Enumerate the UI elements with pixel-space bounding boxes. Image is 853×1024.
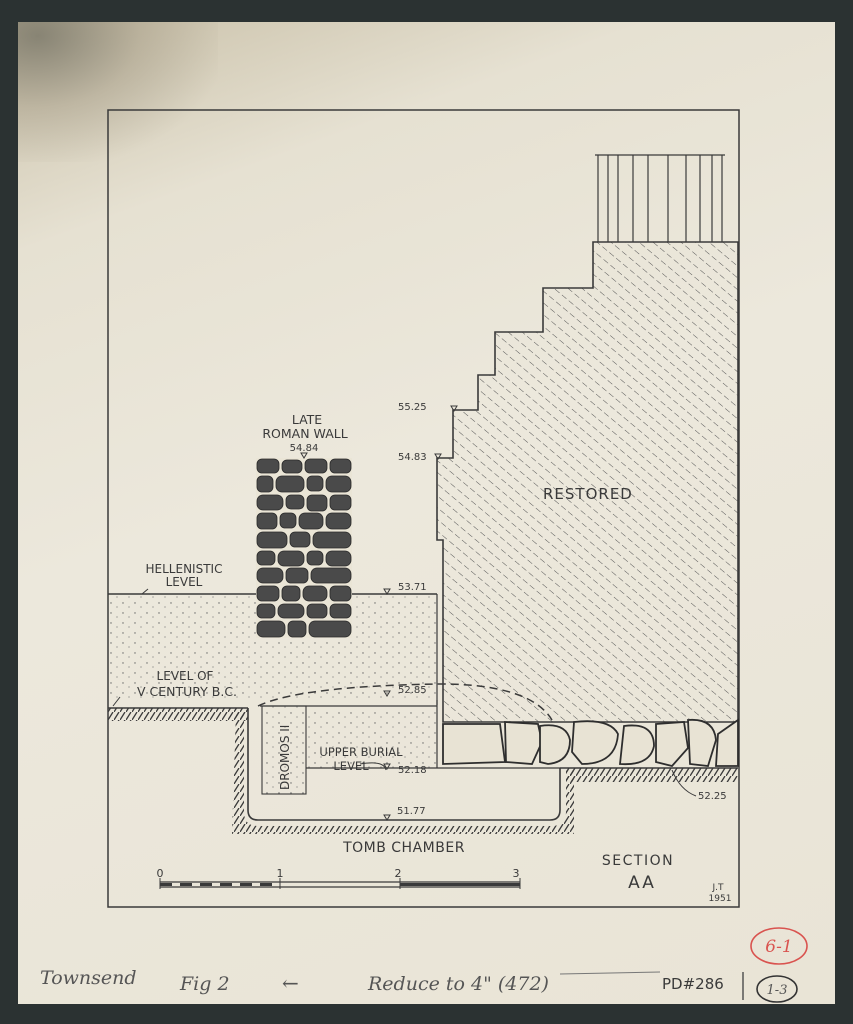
drawing-frame xyxy=(107,109,740,908)
tomb-chamber-outline xyxy=(247,708,561,821)
annotation-red-mark: 6-1 xyxy=(765,937,792,957)
label-restored: RESTORED xyxy=(543,485,633,503)
scale-bar xyxy=(159,878,521,889)
annotation-reduce: Reduce to 4" (472) xyxy=(367,973,549,995)
elevation-5218: 52.18 xyxy=(398,765,427,776)
red-circle-mark xyxy=(750,927,808,965)
scale-0: 0 xyxy=(157,867,164,880)
vault-dashed xyxy=(257,683,553,721)
scale-1: 1 xyxy=(277,867,284,880)
label-year: 1951 xyxy=(709,894,732,904)
label-tomb-chamber: TOMB CHAMBER xyxy=(342,840,465,856)
label-late: LATE xyxy=(292,412,322,427)
late-roman-wall xyxy=(256,458,352,638)
label-hellenistic: HELLENISTIC xyxy=(146,562,223,576)
label-section-aa: AA xyxy=(628,873,656,893)
label-v-century: V CENTURY B.C. xyxy=(137,684,237,699)
label-roman-wall: ROMAN WALL xyxy=(262,426,347,441)
scale-3: 3 xyxy=(513,867,520,880)
railing xyxy=(595,154,725,242)
upper-burial-fill xyxy=(306,710,437,768)
label-section: SECTION xyxy=(602,853,674,869)
scale-2: 2 xyxy=(395,867,402,880)
foundation-stones xyxy=(442,718,739,768)
elevation-5371: 53.71 xyxy=(398,582,427,593)
label-hellenistic-level: LEVEL xyxy=(166,575,203,589)
elevation-5484: 54.84 xyxy=(290,443,319,454)
black-circle-mark xyxy=(756,975,798,1003)
restored-wall xyxy=(436,241,739,723)
annotation-author: Townsend xyxy=(40,967,137,989)
annotation-circle-mark: 1-3 xyxy=(767,983,788,998)
elevation-5483: 54.83 xyxy=(398,452,427,463)
hellenistic-fill xyxy=(108,594,437,700)
label-upper-burial: UPPER BURIAL xyxy=(319,745,403,759)
annotation-arrow: ← xyxy=(282,971,299,995)
label-level-of: LEVEL OF xyxy=(157,669,214,683)
elevation-5525: 55.25 xyxy=(398,402,427,413)
v-century-ground xyxy=(108,708,248,721)
annotation-pd: PD#286 xyxy=(662,975,724,993)
label-dromos: DROMOS II xyxy=(278,725,292,790)
annotation-fig: Fig 2 xyxy=(179,973,230,995)
elevation-5285: 52.85 xyxy=(398,685,427,696)
elevation-5225: 52.25 xyxy=(698,791,727,802)
elevation-5177: 51.77 xyxy=(397,806,426,817)
label-initials: J.T xyxy=(711,883,724,893)
paper-stain xyxy=(18,22,218,162)
label-upper-burial-level: LEVEL xyxy=(333,759,369,773)
